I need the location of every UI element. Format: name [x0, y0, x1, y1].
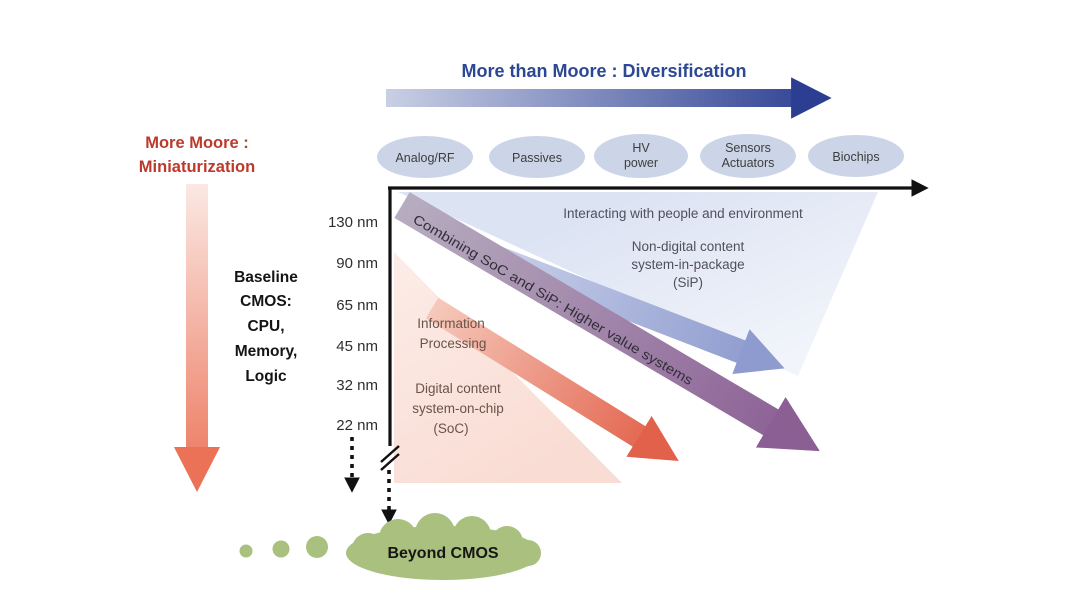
sip-label-line3: (SiP) — [673, 275, 703, 290]
cloud-dot-small — [239, 544, 253, 558]
baseline-line5: Logic — [245, 368, 287, 385]
technology-nodes: 130 nm 90 nm 65 nm 45 nm 32 nm 22 nm — [328, 214, 378, 434]
hv-power-label-line1: HV — [632, 141, 650, 155]
node-130nm: 130 nm — [328, 214, 378, 231]
soc-diagonal-arrow — [425, 297, 679, 462]
axis-break-slash-2 — [380, 453, 400, 471]
baseline-line3: CPU, — [247, 318, 284, 335]
category-ellipses: Analog/RF Passives HV power Sensors Actu… — [377, 134, 904, 178]
biochips-label: Biochips — [832, 150, 879, 164]
ellipse-sensors-actuators: Sensors Actuators — [700, 134, 796, 178]
hv-power-label-line2: power — [624, 156, 658, 170]
cloud-dot-medium — [272, 540, 290, 558]
soc-region-labels: Information Processing Digital content s… — [412, 316, 504, 436]
analog-rf-shape — [377, 136, 473, 178]
node-45nm: 45 nm — [336, 338, 378, 355]
ellipse-hv-power: HV power — [594, 134, 688, 178]
sip-interacting-label: Interacting with people and environment — [563, 206, 803, 221]
more-moore-title-line2: Miniaturization — [139, 158, 255, 176]
soc-label-line1: Information — [417, 316, 485, 331]
soc-label-line5: (SoC) — [433, 421, 468, 436]
ellipse-biochips: Biochips — [808, 135, 904, 177]
baseline-line4: Memory, — [235, 343, 298, 360]
beyond-cmos-label: Beyond CMOS — [387, 545, 498, 562]
more-than-moore-title: More than Moore : Diversification — [461, 61, 746, 81]
hv-power-shape — [594, 134, 688, 178]
soc-label-line2: Processing — [420, 336, 487, 351]
beyond-cmos-cloud — [239, 513, 541, 580]
cloud-bump — [379, 519, 417, 557]
biochips-shape — [808, 135, 904, 177]
cloud-bump — [491, 526, 523, 558]
ellipse-passives: Passives — [489, 136, 585, 178]
sip-region-labels: Interacting with people and environment … — [563, 206, 803, 290]
cloud-bump — [415, 513, 455, 553]
combining-arrow — [394, 192, 820, 452]
cloud-dot-large — [306, 536, 328, 558]
sensors-label-line1: Sensors — [725, 141, 771, 155]
node-32nm: 32 nm — [336, 377, 378, 394]
node-65nm: 65 nm — [336, 297, 378, 314]
axis-break-slash-1 — [380, 445, 400, 463]
node-90nm: 90 nm — [336, 255, 378, 272]
cloud-bump — [453, 516, 491, 554]
soc-label-line4: system-on-chip — [412, 401, 504, 416]
passives-label: Passives — [512, 151, 562, 165]
sensors-label-line2: Actuators — [722, 156, 775, 170]
baseline-line2: CMOS: — [240, 293, 292, 310]
ellipse-analog-rf: Analog/RF — [377, 136, 473, 178]
baseline-cmos-label: Baseline CMOS: CPU, Memory, Logic — [234, 269, 298, 385]
passives-shape — [489, 136, 585, 178]
sip-label-line1: Non-digital content — [632, 239, 745, 254]
cloud-bump — [515, 540, 541, 566]
sip-label-line2: system-in-package — [631, 257, 744, 272]
node-22nm: 22 nm — [336, 417, 378, 434]
cloud-bump — [352, 533, 384, 565]
axis-break-icon — [380, 445, 400, 471]
analog-rf-label: Analog/RF — [395, 151, 454, 165]
sensors-actuators-shape — [700, 134, 796, 178]
more-moore-title-line1: More Moore : — [145, 134, 249, 152]
baseline-line1: Baseline — [234, 269, 298, 286]
soc-label-line3: Digital content — [415, 381, 501, 396]
